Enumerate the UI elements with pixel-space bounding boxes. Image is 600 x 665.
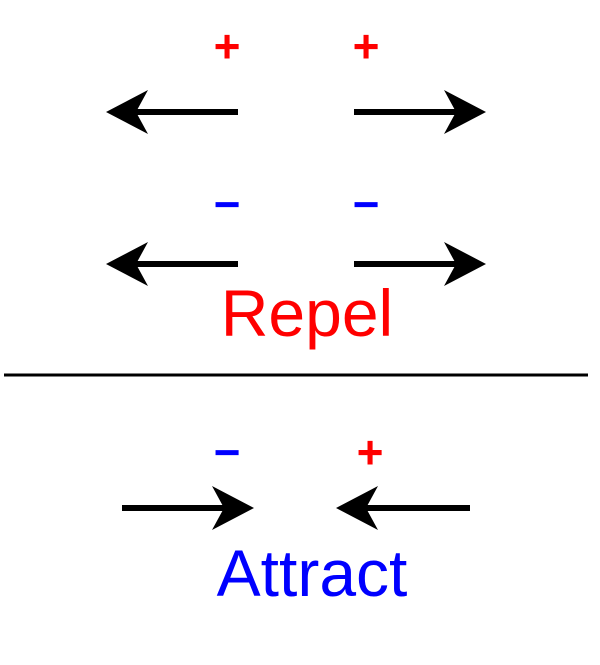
attract-left-charge: − <box>214 426 241 478</box>
repel-row1-left-arrow <box>106 90 238 134</box>
repel-row2-right-arrow <box>354 242 486 286</box>
attract-right-charge: + <box>357 426 384 478</box>
repel-row2-left-arrow <box>106 242 238 286</box>
repel-row2-left-charge: − <box>214 178 241 230</box>
repel-row1-right-charge: + <box>353 20 380 72</box>
attract-right-arrow-pointing-left <box>336 486 470 530</box>
repel-label: Repel <box>221 276 393 350</box>
repel-row2-right-charge: − <box>353 178 380 230</box>
attract-left-arrow-pointing-right <box>122 486 254 530</box>
repel-row1-right-arrow <box>354 90 486 134</box>
attract-label: Attract <box>217 536 408 610</box>
repel-row1-left-charge: + <box>214 20 241 72</box>
